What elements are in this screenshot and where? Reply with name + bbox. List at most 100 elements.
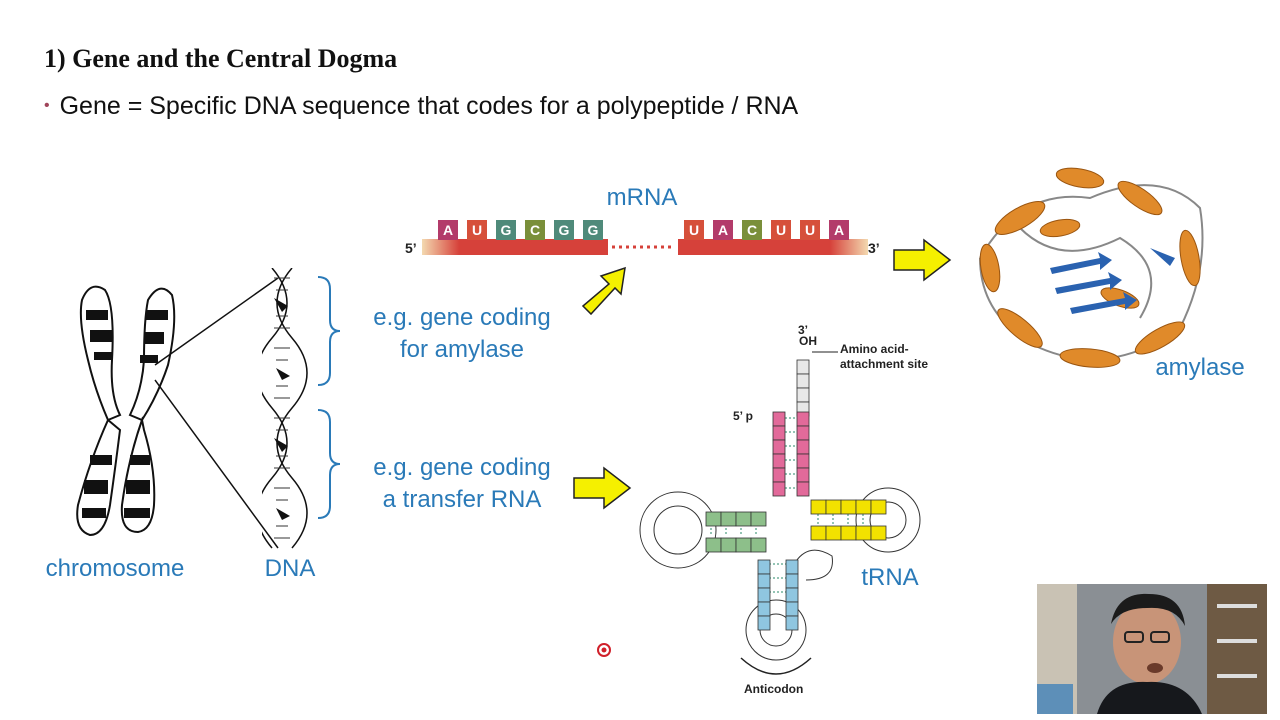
chromosome-band — [126, 480, 150, 494]
mrna-base-letter: C — [747, 222, 757, 238]
dna-helix — [262, 268, 308, 549]
bullet-point: • Gene = Specific DNA sequence that codes… — [44, 92, 798, 121]
mrna-base-box — [554, 220, 574, 240]
acceptor-stem-base — [796, 481, 810, 497]
presenter-webcam — [1037, 584, 1267, 714]
tstem-base — [810, 525, 827, 541]
chromosome-band — [94, 352, 112, 360]
chromosome-band — [124, 508, 150, 518]
dna-strand-shading — [274, 298, 288, 312]
alpha-helix — [1117, 180, 1163, 216]
mrna-base-box — [713, 220, 733, 240]
mrna-base-letter: U — [472, 222, 482, 238]
mrna-label: mRNA — [606, 184, 678, 211]
alpha-helix — [1039, 218, 1081, 238]
anticodon-label: Anticodon — [744, 682, 804, 696]
gene-amylase-label: e.g. gene coding for amylase — [352, 302, 572, 366]
dna-strand-shading — [276, 368, 290, 380]
d-loop — [639, 491, 717, 569]
chromosome-band — [140, 355, 158, 363]
presenter-video — [1037, 584, 1267, 714]
alpha-helix — [1134, 321, 1186, 355]
mrna-base-letter: G — [501, 222, 512, 238]
beta-sheet-arrow — [1055, 272, 1122, 294]
mrna-base-letter: U — [776, 222, 786, 238]
dstem-base — [705, 537, 722, 553]
gene-amylase-line2: for amylase — [399, 336, 525, 363]
laser-pointer-icon — [597, 643, 611, 657]
anticodon-stem-base — [785, 573, 799, 589]
beta-sheet-arrow — [1070, 292, 1137, 314]
mrna-base-letter: C — [530, 222, 540, 238]
dstem-base — [735, 511, 752, 527]
beta-sheet-arrow — [1050, 252, 1112, 274]
acceptor-base — [796, 387, 810, 403]
bullet-text: Gene = Specific DNA sequence that codes … — [59, 92, 799, 120]
tstem-base — [870, 499, 887, 515]
chromosome-band — [144, 332, 164, 344]
alpha-helix — [979, 243, 1001, 293]
dstem-base — [720, 537, 737, 553]
alpha-helix — [1100, 287, 1140, 309]
chromosome-illustration — [76, 285, 176, 537]
chromosome-band — [86, 310, 108, 320]
chromosome-band — [90, 330, 112, 342]
dstem-base — [705, 511, 722, 527]
mrna-base-box — [438, 220, 458, 240]
mrna-3prime: 3’ — [868, 240, 880, 256]
mrna-base-box — [525, 220, 545, 240]
mrna-base-box — [771, 220, 791, 240]
acceptor-stem-base — [772, 439, 786, 455]
amino-acid-site-line1: Amino acid- — [840, 342, 909, 356]
mrna-5prime: 5’ — [405, 240, 417, 256]
mrna-base-letter: U — [805, 222, 815, 238]
bullet-dot: • — [44, 97, 50, 114]
alpha-helix — [997, 308, 1043, 348]
tstem-base — [855, 499, 872, 515]
dna-strand-shading — [276, 508, 290, 520]
tstem-base — [855, 525, 872, 541]
tstem-base — [840, 499, 857, 515]
arrow-dna-to-trna — [573, 466, 632, 510]
beta-sheet-arrow — [1150, 248, 1175, 266]
zoom-lines — [154, 277, 279, 549]
acceptor-base — [796, 359, 810, 375]
tstem-base — [810, 499, 827, 515]
trna-cloverleaf — [639, 351, 921, 675]
tstem-base — [825, 499, 842, 515]
chromosome-band — [82, 508, 106, 518]
mrna-base-letter: G — [559, 222, 570, 238]
acceptor-stem-base — [772, 481, 786, 497]
mrna-base-box — [467, 220, 487, 240]
anticodon-stem-base — [785, 559, 799, 575]
chromosome-band — [146, 310, 168, 320]
acceptor-stem-base — [772, 411, 786, 427]
mrna-base-box — [583, 220, 603, 240]
alpha-helix — [1179, 229, 1201, 287]
dna-label: DNA — [264, 555, 316, 582]
tstem-base — [840, 525, 857, 541]
chromosome-label: chromosome — [45, 555, 185, 582]
amylase-protein — [979, 167, 1204, 368]
amino-acid-site-line2: attachment site — [840, 357, 929, 371]
acceptor-stem-base — [796, 411, 810, 427]
gene-braces — [317, 276, 341, 519]
mrna-base-box — [800, 220, 820, 240]
anticodon-stem-base — [757, 559, 771, 575]
acceptor-stem-base — [772, 453, 786, 469]
mrna-base-box — [742, 220, 762, 240]
alpha-helix — [994, 201, 1046, 235]
gene-trna-label: e.g. gene coding a transfer RNA — [352, 452, 572, 516]
anticodon-stem-base — [757, 615, 771, 631]
dstem-base — [750, 537, 767, 553]
mrna-base-letter: U — [689, 222, 699, 238]
arrow-dna-to-mrna — [581, 266, 626, 316]
acceptor-stem-base — [796, 467, 810, 483]
mrna-base-box — [684, 220, 704, 240]
mrna-base-box — [829, 220, 849, 240]
trna-oh: OH — [799, 334, 817, 348]
dstem-base — [735, 537, 752, 553]
trna-3prime: 3’ — [798, 323, 809, 337]
acceptor-stem-base — [796, 439, 810, 455]
